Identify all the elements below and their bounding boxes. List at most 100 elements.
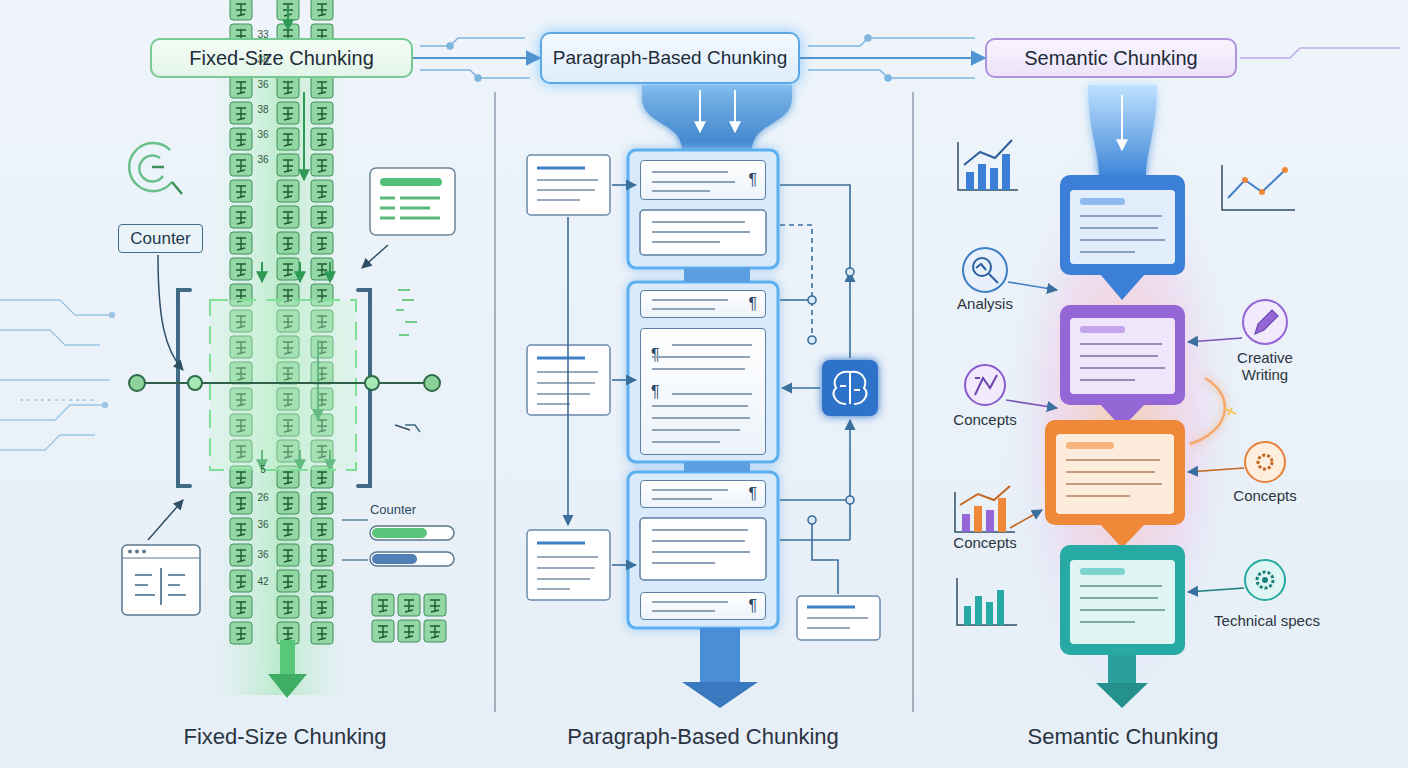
paragraph-group xyxy=(628,472,778,628)
flow-arrow xyxy=(299,262,301,282)
cell-count: 36 xyxy=(253,154,273,166)
leader-arrow xyxy=(849,420,851,540)
chart-icon xyxy=(1282,167,1288,173)
slider-axis xyxy=(188,376,202,390)
cell-count: 38 xyxy=(253,104,273,116)
topic-icon xyxy=(1262,577,1268,583)
leader-arrow xyxy=(612,564,636,566)
topic-icon xyxy=(976,264,998,283)
output-arrow xyxy=(1096,683,1148,708)
edge-layer xyxy=(413,58,985,59)
input-stream xyxy=(734,90,736,132)
circuit-trace xyxy=(447,43,453,49)
circuit-trace xyxy=(0,405,105,420)
leader-arrow xyxy=(846,496,854,504)
chart-icon xyxy=(974,506,982,532)
topic-label: Concepts xyxy=(930,411,1040,428)
flow-arrow xyxy=(329,262,331,282)
slider-control xyxy=(370,552,454,566)
semantic-chunk xyxy=(1080,216,1165,252)
node-text: Fixed-Size Chunking xyxy=(189,47,374,70)
settings-panel xyxy=(380,178,442,186)
leader-arrow xyxy=(148,500,183,540)
paragraph-box xyxy=(640,210,766,580)
leader-arrow xyxy=(1188,468,1244,472)
slider-axis xyxy=(129,375,440,391)
topic-label: Concepts xyxy=(1210,487,1320,504)
node-text: Counter xyxy=(130,229,190,249)
window-icon xyxy=(128,550,132,554)
paragraph-box: ¶ xyxy=(640,592,766,620)
document-card xyxy=(537,167,585,170)
chart-icon xyxy=(966,172,974,190)
slider-control xyxy=(372,554,417,564)
paragraph-group xyxy=(628,150,778,268)
circuit-trace xyxy=(420,38,525,46)
slider-axis xyxy=(137,382,432,384)
cell-count: 5 xyxy=(253,464,273,476)
semantic-chunk xyxy=(1080,344,1165,380)
output-arrow xyxy=(268,640,307,698)
panel-divider xyxy=(912,92,914,712)
brain-icon xyxy=(822,360,878,416)
chart-icon xyxy=(955,492,1015,532)
leader-arrow xyxy=(567,217,569,525)
stream-link xyxy=(684,268,750,282)
node-text: Paragraph-Based Chunking xyxy=(553,47,788,69)
slider-control xyxy=(342,520,454,566)
output-arrow xyxy=(268,674,307,698)
topic-icon xyxy=(1245,560,1285,600)
document-card xyxy=(797,596,880,640)
text-lines xyxy=(652,300,728,309)
paragraph-box xyxy=(652,222,750,242)
cell-count: 26 xyxy=(253,492,273,504)
chunk-bracket xyxy=(178,290,190,486)
cycle-icon xyxy=(152,166,164,169)
brain-icon xyxy=(822,360,878,416)
document-card xyxy=(537,542,585,545)
topic-icon xyxy=(1257,572,1273,588)
leader-arrow xyxy=(362,245,388,268)
input-stream xyxy=(642,85,792,150)
leader-arrow xyxy=(1224,408,1236,415)
panel-divider xyxy=(494,92,496,712)
leader-arrow xyxy=(1008,282,1057,290)
circuit-trace xyxy=(0,300,115,450)
text-lines xyxy=(652,345,752,442)
slider-axis xyxy=(365,376,379,390)
slider-control xyxy=(342,559,368,560)
document-card xyxy=(527,155,610,215)
output-arrow xyxy=(1108,655,1136,685)
slider-control xyxy=(370,526,454,540)
circuit-trace xyxy=(0,379,110,380)
slider-control xyxy=(372,528,427,538)
circuit-trace xyxy=(0,330,100,345)
glow-aura xyxy=(1002,130,1242,710)
chart-icon xyxy=(1002,154,1010,190)
document-card xyxy=(527,530,610,600)
chart-icon xyxy=(990,168,998,190)
topic-label: Concepts xyxy=(930,534,1040,551)
input-stream xyxy=(1121,95,1123,150)
chart-icon xyxy=(1259,189,1265,195)
glyph-grid xyxy=(370,592,448,644)
semantic-chunk xyxy=(1060,545,1185,655)
output-arrow xyxy=(682,628,758,708)
chart-icon xyxy=(998,498,1006,532)
chart-icon xyxy=(1222,165,1295,210)
document-card xyxy=(807,618,868,628)
leader-arrow xyxy=(1188,588,1244,592)
circuit-trace xyxy=(103,403,108,408)
cell-count: 38 xyxy=(253,54,273,66)
cycle-icon xyxy=(172,182,182,194)
document-card xyxy=(527,155,880,640)
semantic-chunk xyxy=(1080,326,1125,333)
input-stream xyxy=(1290,239,1405,241)
method-header: Fixed-Size Chunking xyxy=(150,38,413,78)
semantic-chunk xyxy=(1070,560,1175,644)
window-icon xyxy=(122,545,200,615)
leader-arrow xyxy=(782,387,820,389)
input-stream xyxy=(699,90,701,132)
leader-arrow xyxy=(158,255,183,370)
